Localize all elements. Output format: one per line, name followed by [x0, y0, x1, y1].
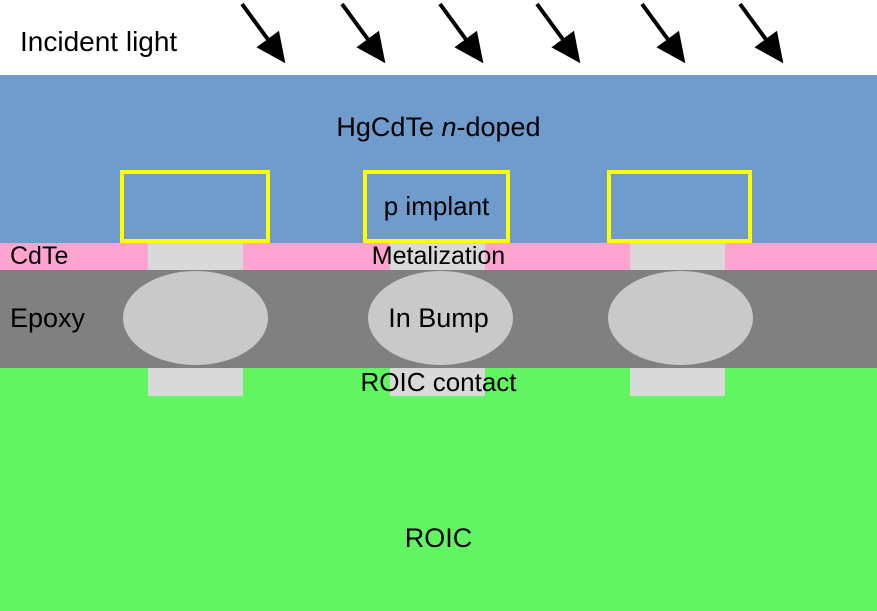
incident-light-arrows [240, 2, 784, 64]
hgcdte-layer [0, 75, 877, 243]
roic-layer [0, 368, 877, 611]
metalization-contact [630, 243, 725, 270]
metalization-label: Metalization [371, 242, 506, 270]
indium-bump [123, 271, 268, 365]
cdte-layer-label: CdTe [10, 242, 69, 270]
incident-light-arrow [640, 2, 686, 64]
p-implant-box [363, 170, 510, 243]
metalization-contact [390, 243, 485, 270]
hgcdte-label-prefix: HgCdTe [336, 112, 442, 142]
hgcdte-label-suffix: -doped [456, 112, 541, 142]
incident-light-label: Incident light [20, 26, 178, 57]
p-implant-box [607, 170, 752, 243]
hgcdte-label-n-italic: n [441, 112, 457, 142]
roic-contact-pad [148, 368, 243, 396]
incident-light-arrow [438, 2, 484, 64]
hgcdte-layer-label: HgCdTe n-doped [0, 112, 877, 143]
indium-bump [608, 271, 753, 365]
incident-light-arrow [340, 2, 386, 64]
incident-light-arrow [738, 2, 784, 64]
roic-contact-pad [390, 368, 485, 396]
indium-bump [368, 271, 513, 365]
incident-light-arrow [535, 2, 581, 64]
incident-light-arrow [240, 2, 286, 64]
roic-layer-label: ROIC [404, 523, 473, 553]
in-bump-label: In Bump [388, 303, 489, 333]
p-implant-label: p implant [383, 191, 490, 221]
p-implant-box [120, 170, 270, 243]
epoxy-layer-label: Epoxy [10, 303, 86, 333]
metalization-contact [148, 243, 243, 270]
roic-contact-pad [630, 368, 725, 396]
roic-contact-label: ROIC contact [360, 367, 517, 397]
